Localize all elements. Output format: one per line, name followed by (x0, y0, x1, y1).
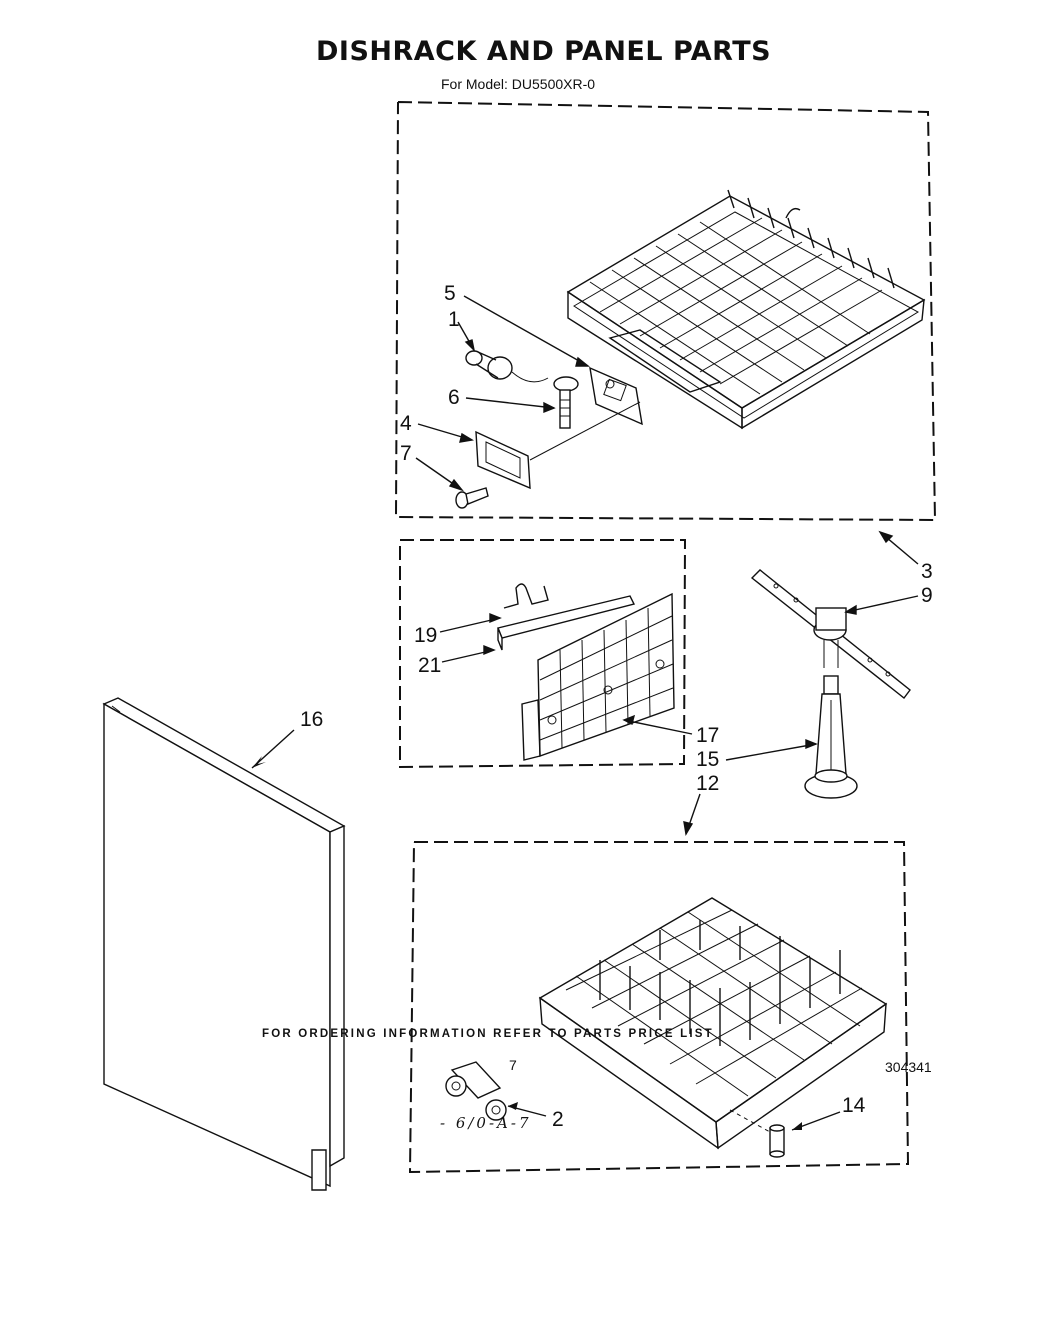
upper-rack-group-box (394, 101, 937, 522)
callout-1: 1 (448, 308, 460, 331)
callout-16: 16 (300, 708, 323, 731)
spray-leader-lines (683, 595, 919, 836)
callout-4: 4 (400, 412, 412, 435)
middle-leader-lines (439, 612, 693, 735)
callout-19: 19 (414, 624, 437, 647)
part-9-spray-arm (750, 569, 911, 699)
part-5-rack-bracket (589, 366, 643, 426)
part-21-strip (497, 595, 636, 651)
callout-6: 6 (448, 386, 460, 409)
callout-14: 14 (842, 1094, 866, 1117)
part-2-rack-wheels (445, 1061, 547, 1121)
part-16-door-panel (102, 697, 346, 1191)
model-subtitle: For Model: DU5500XR-0 (441, 76, 596, 92)
callout-21: 21 (418, 654, 441, 677)
lower-rack-group-box (408, 841, 910, 1174)
callout-labels: 5 1 6 4 7 3 9 19 21 16 17 15 12 2 14 (300, 282, 933, 1131)
ordering-note: FOR ORDERING INFORMATION REFER TO PARTS … (262, 1028, 714, 1040)
part-1-roller (465, 350, 549, 383)
part-15-feed-tube (804, 675, 858, 799)
callout-3: 3 (921, 560, 933, 583)
part-19-clip (503, 583, 549, 609)
part-6-stud (553, 376, 579, 429)
page-title: DISHRACK AND PANEL PARTS (316, 36, 772, 67)
callout-2: 2 (552, 1108, 564, 1131)
part-17-grille-panel (521, 592, 675, 761)
callout-12: 12 (696, 772, 719, 795)
callout-5: 5 (444, 282, 456, 305)
lower-dishrack (538, 897, 888, 1150)
callout-9: 9 (921, 584, 933, 607)
callout-7: 7 (400, 442, 412, 465)
handwritten-note: - 6/0-A-7 (440, 1114, 532, 1132)
callout-15: 15 (696, 748, 719, 771)
page-number: 7 (509, 1057, 517, 1073)
upper-dishrack (566, 189, 926, 430)
panel-group-box (399, 539, 687, 769)
upper-leader-lines (415, 295, 919, 565)
document-number: 304341 (885, 1059, 932, 1075)
part-7-screw (455, 487, 489, 509)
part-14-stud (729, 1109, 841, 1158)
callout-17: 17 (696, 724, 719, 747)
part-4-slide-cap (475, 401, 641, 490)
